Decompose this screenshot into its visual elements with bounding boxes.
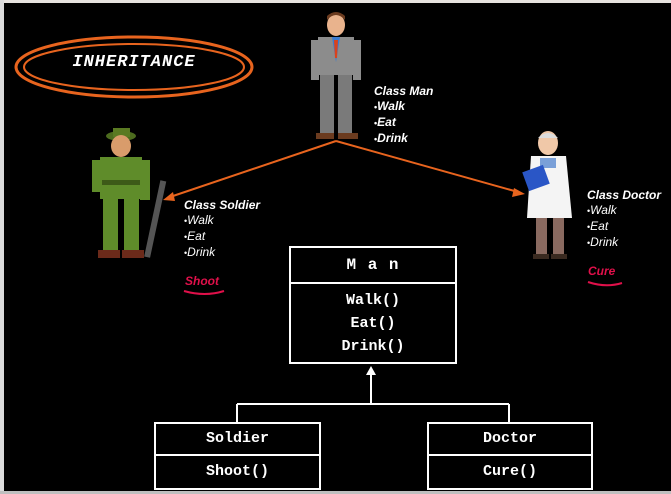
class-doctor-method: Walk [587, 203, 661, 219]
page-title: INHERITANCE [72, 53, 196, 72]
bottom-border [0, 491, 671, 494]
class-doctor-title: Class Doctor [587, 188, 662, 202]
soldier-figure-icon [92, 128, 167, 258]
uml-man-methods: Walk() Eat() Drink() [291, 284, 455, 358]
uml-man-method: Walk() [345, 292, 400, 309]
uml-inheritance-connector [236, 366, 510, 423]
uml-doctor-method: Cure() [482, 463, 537, 480]
class-doctor-method: Eat [587, 219, 661, 235]
top-border [0, 0, 671, 3]
cure-underline [587, 281, 623, 287]
title-badge: INHERITANCE [14, 36, 254, 98]
title-ellipse-outer [14, 35, 254, 99]
doctor-figure-icon [522, 131, 572, 259]
class-soldier-method: Drink [184, 245, 260, 261]
uml-man-box: M a n Walk() Eat() Drink() [289, 246, 457, 364]
class-man-method: Drink [374, 131, 433, 147]
uml-soldier-box: Soldier Shoot() [154, 422, 321, 490]
uml-man-method: Eat() [350, 315, 396, 332]
class-man-title: Class Man [374, 84, 434, 98]
man-figure-icon [311, 12, 361, 139]
class-soldier-method: Walk [184, 213, 260, 229]
uml-soldier-name: Soldier [156, 424, 319, 456]
class-soldier-title: Class Soldier [184, 198, 261, 212]
class-soldier-method: Eat [184, 229, 260, 245]
doctor-extra-method: Cure [588, 264, 616, 278]
class-man-method: Eat [374, 115, 433, 131]
arrow-man-to-doctor [335, 140, 525, 197]
class-man-method: Walk [374, 99, 433, 115]
uml-doctor-box: Doctor Cure() [427, 422, 593, 490]
uml-man-method: Drink() [341, 338, 405, 355]
uml-soldier-method: Shoot() [205, 463, 269, 480]
uml-doctor-name: Doctor [429, 424, 591, 456]
class-doctor-label: Class Doctor Walk Eat Drink [587, 188, 661, 251]
title-ellipse-inner [23, 43, 245, 91]
class-doctor-method: Drink [587, 235, 661, 251]
soldier-extra-method: Shoot [185, 274, 219, 288]
left-border [0, 0, 4, 494]
shoot-underline [183, 290, 225, 295]
class-soldier-label: Class Soldier Walk Eat Drink [184, 198, 260, 261]
arrow-man-to-soldier [163, 140, 337, 201]
uml-man-name: M a n [291, 248, 455, 284]
class-man-label: Class Man Walk Eat Drink [374, 84, 433, 147]
